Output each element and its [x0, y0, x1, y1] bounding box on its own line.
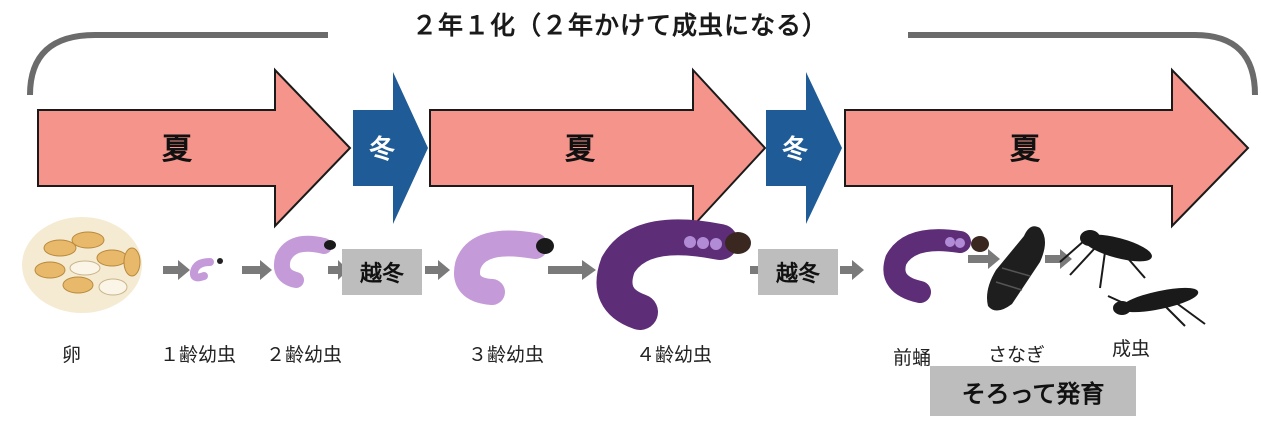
stage-label-adult: 成虫: [1112, 338, 1151, 360]
stage-label-prepupa: 前蛹: [893, 347, 932, 369]
synchronized-development-box: そろって発育: [930, 366, 1136, 416]
summer-arrow-3: [844, 67, 1250, 229]
larva-instar2-icon: [273, 235, 336, 288]
arrow-overwinter-to-prepupa: [840, 260, 864, 280]
season-summer-2: 夏: [565, 132, 596, 167]
arrow-prepupa-to-pupa: [968, 249, 1000, 269]
arrow-pupa-to-adult: [1045, 249, 1072, 269]
arrow-instar1-to-instar2: [242, 260, 272, 280]
larva-instar1-icon: [189, 258, 214, 282]
summer-arrow-1: [37, 67, 352, 229]
prepupa-icon: [883, 229, 989, 303]
adult-midge-icon: [1059, 230, 1206, 327]
arrow-overwinter-to-instar3: [425, 260, 450, 280]
stage-label-instar3: ３齢幼虫: [468, 344, 545, 366]
overwinter-box-2: 越冬: [758, 249, 838, 295]
bracket-right: [908, 32, 1258, 96]
larva-instar4-icon: [596, 219, 751, 330]
diagram-title: ２年１化（２年かけて成虫になる）: [411, 11, 828, 40]
season-winter-1: 冬: [369, 135, 395, 165]
winter-arrow-2: [766, 72, 842, 224]
stage-arrows: [163, 249, 1072, 280]
season-summer-1: 夏: [162, 132, 193, 167]
stage-label-instar1: １齢幼虫: [160, 344, 237, 366]
overwinter-box-1: 越冬: [342, 249, 422, 295]
summer-arrow-2: [429, 67, 767, 229]
pupa-icon: [987, 226, 1045, 311]
stage-label-instar4: ４齢幼虫: [636, 344, 713, 366]
stage-label-pupa: さなぎ: [988, 344, 1046, 366]
arrow-egg-to-instar1: [163, 260, 190, 280]
larva-instar3-icon: [454, 230, 554, 305]
season-winter-2: 冬: [782, 135, 808, 165]
arrow-instar3-to-instar4: [548, 260, 596, 280]
season-summer-3: 夏: [1010, 132, 1041, 167]
bracket-left: [27, 32, 328, 96]
egg-cluster-icon: [22, 217, 142, 313]
stage-label-egg: 卵: [62, 344, 82, 366]
stage-label-instar2: ２齢幼虫: [266, 344, 343, 366]
winter-arrow-1: [353, 72, 428, 224]
